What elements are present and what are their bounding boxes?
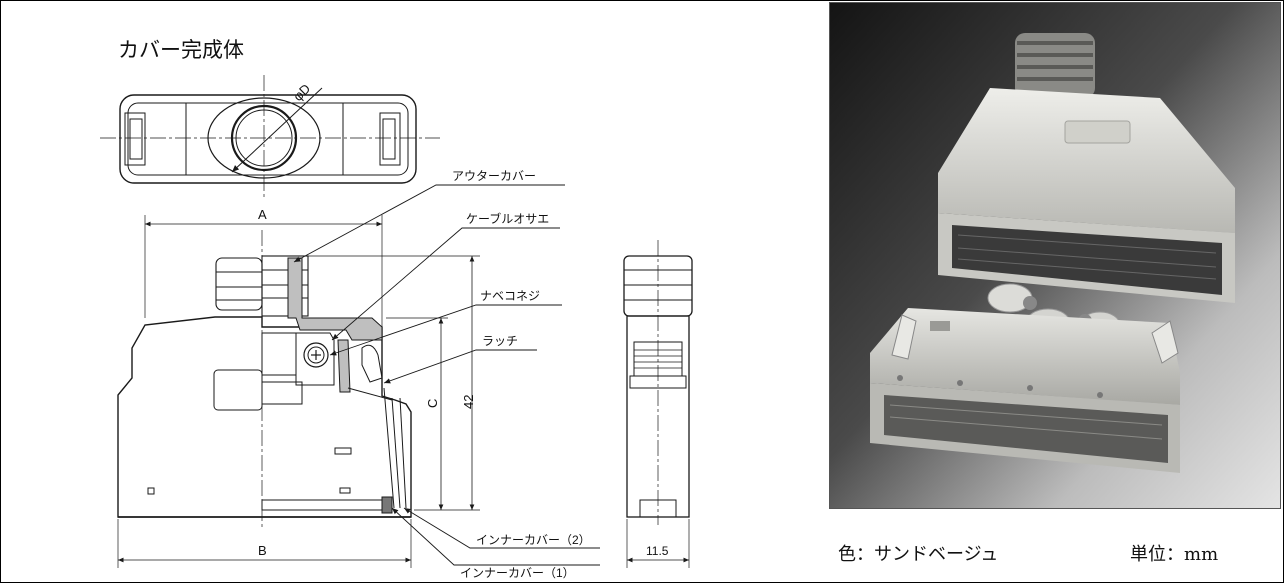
- callout-inner-cover-2: インナーカバー（2）: [476, 533, 591, 547]
- dim-diameter-label: φD: [290, 81, 313, 104]
- callout-pan-screw: ナベコネジ: [480, 289, 540, 303]
- assembled-cover: [938, 33, 1235, 303]
- front-view: [117, 215, 480, 568]
- connector-hood-image: [830, 3, 1280, 508]
- dim-depth-label: 11.5: [646, 544, 669, 558]
- callout-latch: ラッチ: [482, 334, 518, 348]
- side-view: [623, 240, 693, 568]
- technical-drawing: φD: [100, 75, 693, 580]
- unit-caption: 単位：mm: [1130, 544, 1219, 565]
- callout-leaders: [293, 184, 600, 566]
- callout-outer-cover: アウターカバー: [452, 169, 536, 183]
- top-view: [100, 75, 440, 200]
- product-photo: [829, 2, 1281, 509]
- dim-c-label: C: [425, 399, 440, 408]
- color-caption: 色：サンドベージュ: [838, 544, 999, 565]
- callout-inner-cover-1: インナーカバー（1）: [460, 566, 575, 580]
- dim-42-label: 42: [461, 395, 476, 409]
- drawing-title: カバー完成体: [118, 38, 244, 62]
- dim-b-label: B: [258, 543, 267, 558]
- dim-a-label: A: [258, 207, 267, 222]
- callout-cable-clamp: ケーブルオサエ: [466, 211, 549, 226]
- disassembled-cover: [870, 283, 1180, 473]
